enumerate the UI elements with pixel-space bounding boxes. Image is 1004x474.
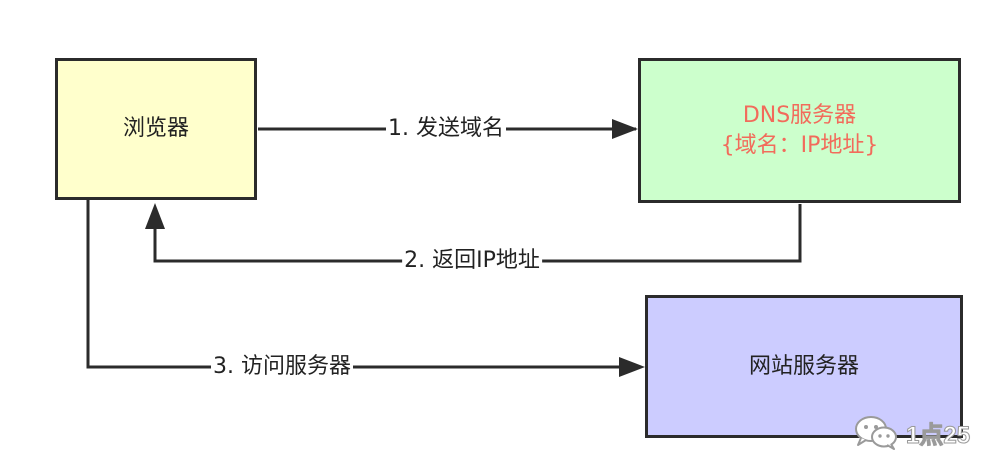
browser-node-label: 浏览器	[122, 116, 189, 142]
edge-return-ip-label: 2. 返回IP地址	[402, 248, 542, 274]
web-server-node: 网站服务器	[645, 295, 963, 438]
edge-return-ip-arrowhead	[145, 203, 165, 229]
dns-server-node-label: DNS服务器	[742, 102, 857, 128]
watermark: 1点25	[852, 410, 1002, 454]
watermark-text: 1点25	[905, 421, 971, 449]
web-server-node-label: 网站服务器	[748, 353, 859, 379]
edge-visit-server-label: 3. 访问服务器	[211, 354, 353, 380]
edge-send-domain-arrowhead	[612, 119, 638, 139]
browser-node: 浏览器	[55, 58, 257, 200]
edge-visit-server-arrowhead	[619, 357, 645, 377]
edge-visit-server-line	[86, 199, 620, 369]
dns-server-node-sublabel: {域名：IP地址}	[720, 132, 879, 158]
dns-server-node: DNS服务器 {域名：IP地址}	[638, 58, 961, 203]
edge-send-domain-label: 1. 发送域名	[386, 116, 506, 142]
wechat-icon	[855, 416, 897, 450]
